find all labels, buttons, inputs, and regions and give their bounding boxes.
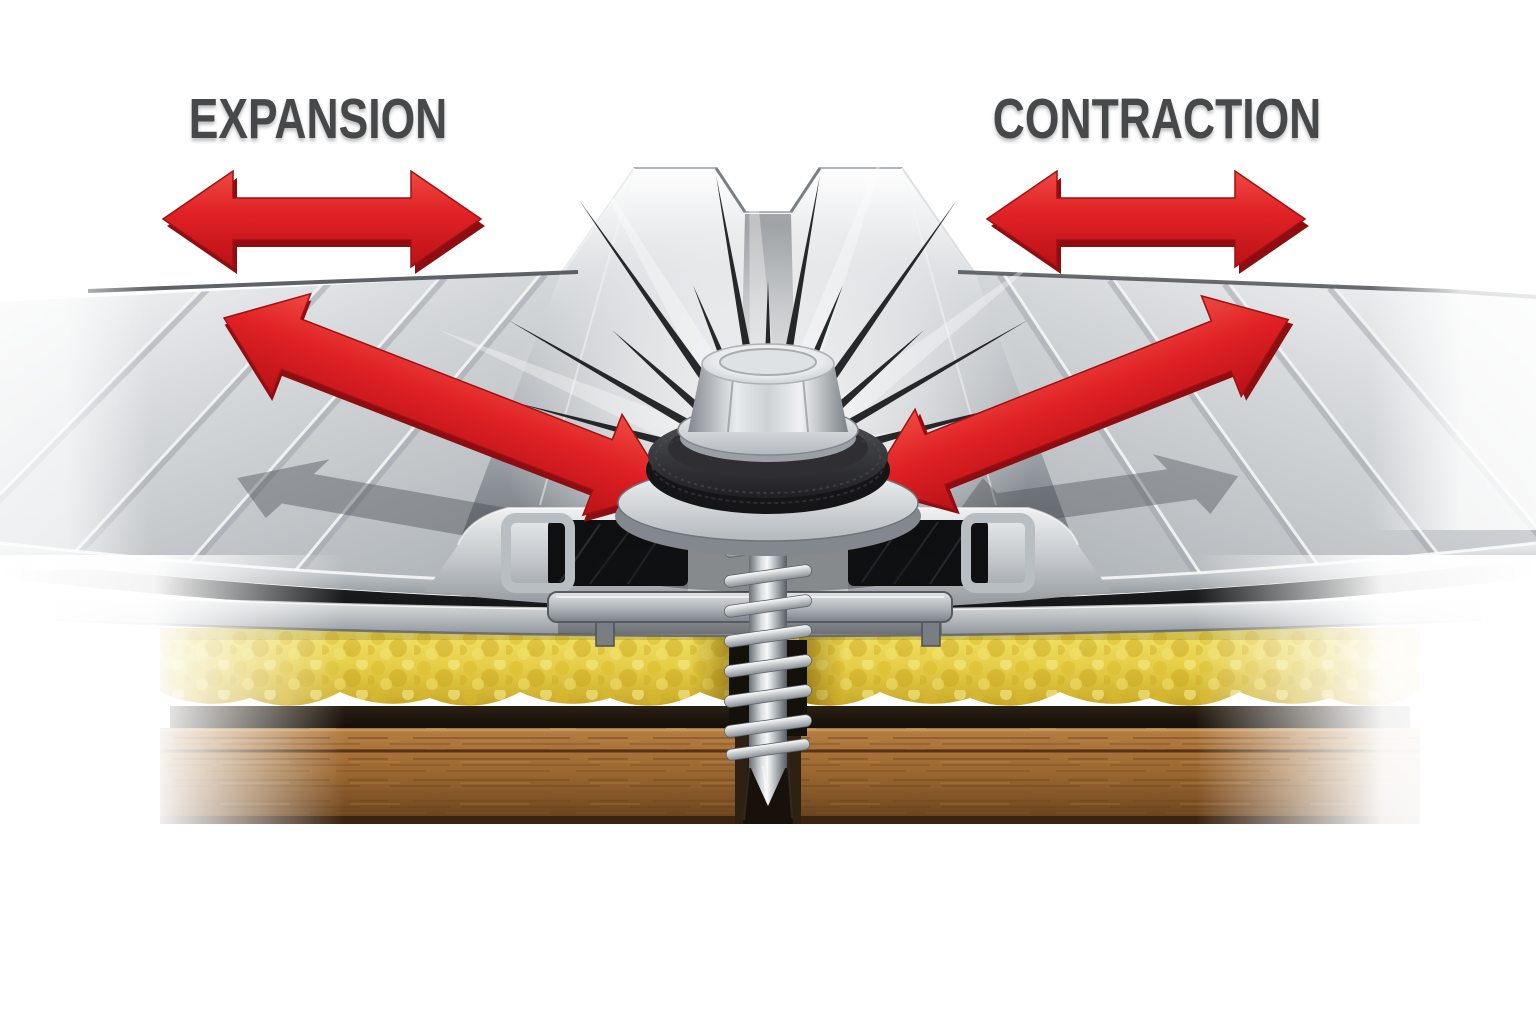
screw-hex-head: [677, 343, 859, 462]
contraction-arrow: [985, 169, 1309, 274]
expansion-arrow: [161, 169, 485, 274]
seam-channel-left: [501, 513, 575, 593]
contraction-label: CONTRACTION: [992, 87, 1322, 151]
edge-fade-overlays: [0, 250, 1536, 875]
expansion-label: EXPANSION: [188, 87, 448, 151]
contraction-diagonal-arrow: [866, 294, 1294, 515]
seam-channel-right: [961, 513, 1035, 593]
screw-point: [749, 764, 787, 806]
fastener-screw: [596, 343, 940, 806]
